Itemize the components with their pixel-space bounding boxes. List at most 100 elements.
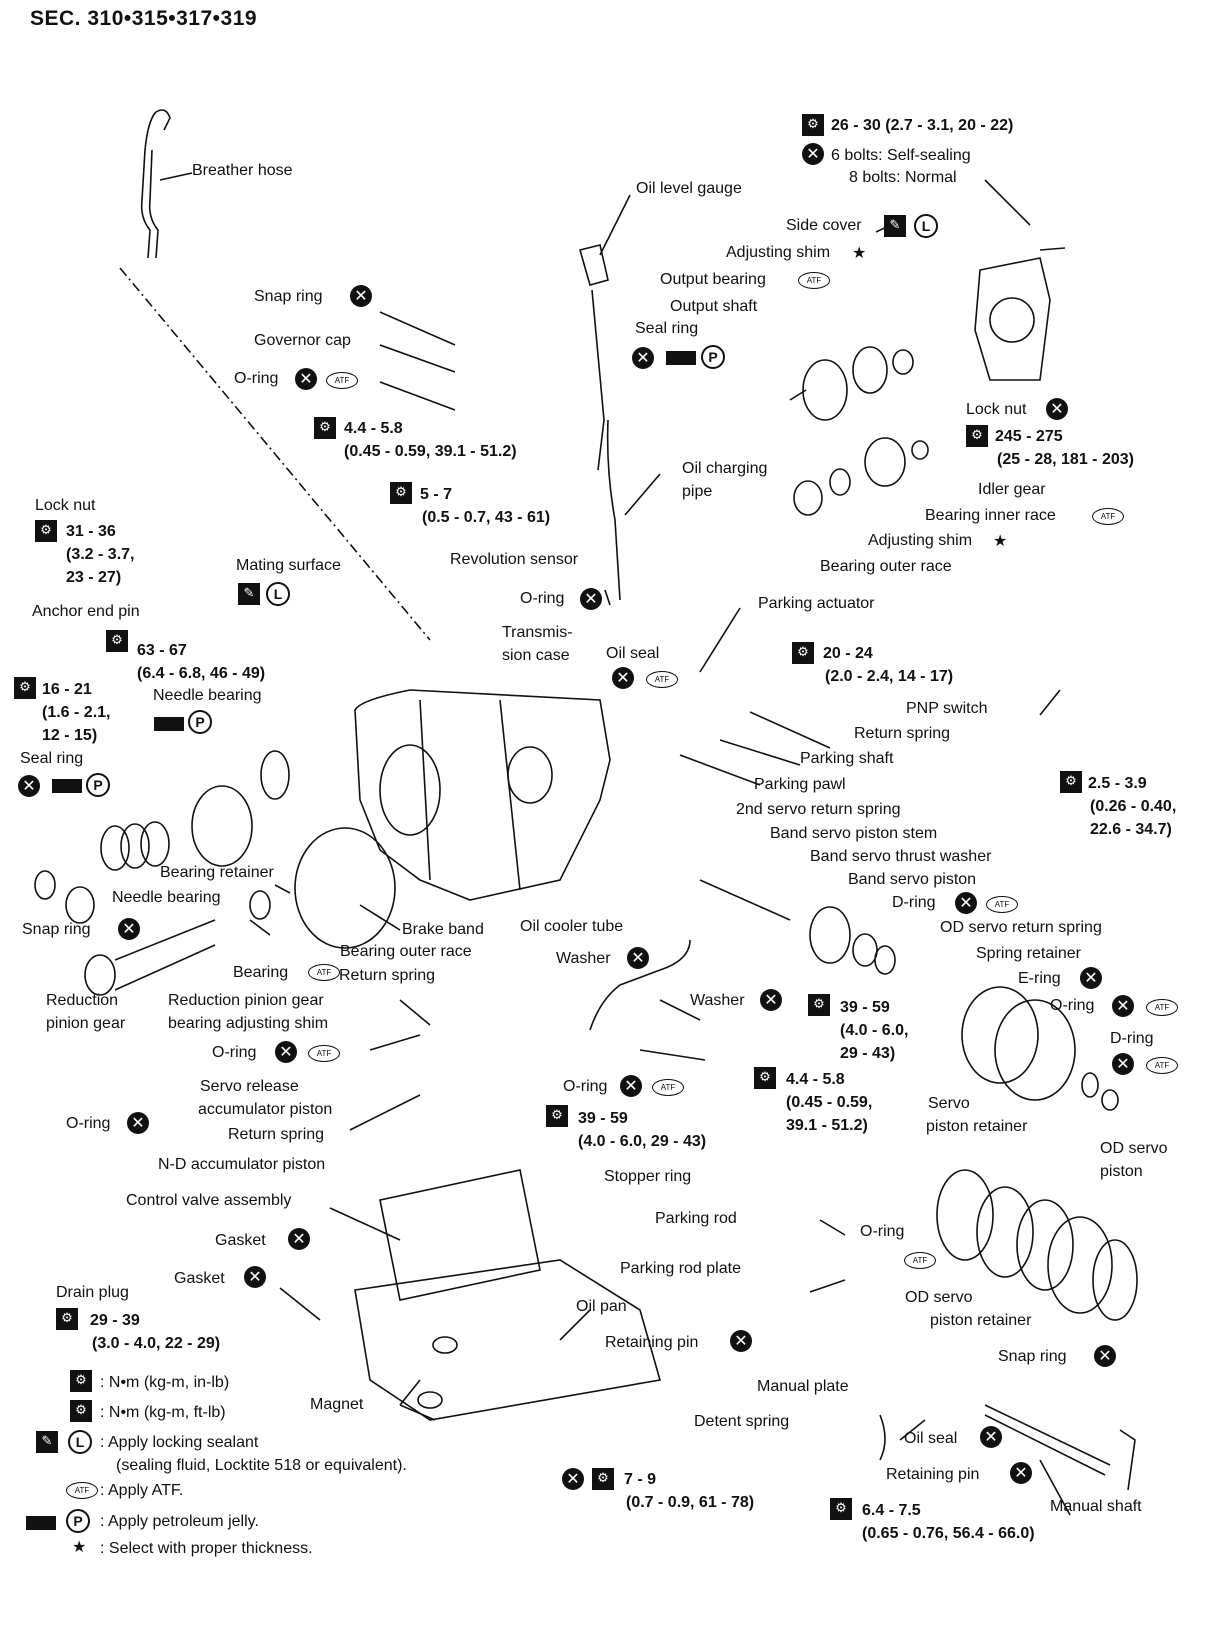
replace-icon: ✕ [350, 285, 372, 307]
label-band-servo-thrust-washer: Band servo thrust washer [810, 848, 992, 865]
label-reduction-shim-1: Reduction pinion gear [168, 992, 324, 1009]
label-e-ring: E-ring [1018, 970, 1061, 987]
label-gasket-lower: Gasket [174, 1270, 225, 1287]
apply-atf-icon: ATF [1146, 1057, 1178, 1074]
select-thickness-icon: ★ [993, 531, 1008, 550]
apply-atf-icon: ATF [326, 372, 358, 389]
torque-retainer-b: (1.6 - 2.1, [42, 704, 111, 721]
label-output-bearing: Output bearing [660, 271, 766, 288]
petroleum-jelly-icon [26, 1516, 56, 1530]
torque-drain-b: (3.0 - 4.0, 22 - 29) [92, 1335, 221, 1352]
torque-accumulator-a: 39 - 59 [578, 1110, 628, 1127]
output-bearing-drawing [852, 346, 888, 394]
label-washer-top: Washer [556, 950, 611, 967]
label-needle-bearing-left: Needle bearing [112, 889, 221, 906]
breather-hose-drawing [140, 109, 171, 259]
label-od-servo-piston-1: OD servo [1100, 1140, 1168, 1157]
legend-nm-in-lb: : N•m (kg-m, in-lb) [100, 1374, 230, 1391]
label-reduction-pinion-gear-2: pinion gear [46, 1015, 126, 1032]
torque-pipe-b: (0.5 - 0.7, 43 - 61) [422, 509, 551, 526]
output-shaft-drawing [802, 359, 848, 421]
torque-pipe-a: 5 - 7 [420, 486, 453, 503]
label-reduction-pinion-gear-1: Reduction [46, 992, 119, 1009]
legend-nm-ft-lb: : N•m (kg-m, ft-lb) [100, 1404, 226, 1421]
torque-in-lb-icon: ⚙ [314, 417, 336, 439]
label-servo-release-acc-1: Servo release [200, 1078, 299, 1095]
sealant-icon: ✎ [884, 215, 906, 237]
label-band-servo-piston-stem: Band servo piston stem [770, 825, 938, 842]
torque-anchor-c: 23 - 27) [66, 569, 122, 586]
idler-gear-drawing [864, 437, 906, 487]
replace-icon: ✕ [980, 1426, 1002, 1448]
label-d-ring-band: D-ring [892, 894, 936, 911]
torque-accumulator-b: (4.0 - 6.0, 29 - 43) [578, 1133, 707, 1150]
torque-tube-a: 4.4 - 5.8 [786, 1071, 845, 1088]
apply-atf-icon: ATF [986, 896, 1018, 913]
torque-governor-a: 4.4 - 5.8 [344, 420, 403, 437]
label-bearing-inner-race: Bearing inner race [925, 507, 1056, 524]
label-transmission-case-1: Transmis- [502, 624, 573, 641]
label-transmission-case-2: sion case [502, 647, 570, 664]
label-bearing-outer-race-left: Bearing outer race [340, 943, 472, 960]
label-retaining-pin-upper: Retaining pin [605, 1334, 699, 1351]
select-thickness-icon: ★ [72, 1537, 87, 1556]
replace-icon: ✕ [620, 1075, 642, 1097]
label-return-spring-lower: Return spring [228, 1126, 325, 1143]
label-mating-surface: Mating surface [236, 557, 341, 574]
replace-icon: ✕ [802, 143, 824, 165]
replace-icon: ✕ [288, 1228, 310, 1250]
label-servo-piston-retainer-1: Servo [928, 1095, 970, 1112]
brake-band-drawing [294, 827, 396, 949]
label-washer-mid: Washer [690, 992, 745, 1009]
select-thickness-icon: ★ [852, 243, 867, 262]
replace-icon: ✕ [244, 1266, 266, 1288]
torque-in-lb-icon: ⚙ [830, 1498, 852, 1520]
label-idler-gear: Idler gear [978, 481, 1046, 498]
petroleum-jelly-p-icon: P [86, 773, 110, 797]
petroleum-jelly-p-icon: P [188, 710, 212, 734]
replace-icon: ✕ [1094, 1345, 1116, 1367]
replace-icon: ✕ [127, 1112, 149, 1134]
torque-pnp-b: (0.26 - 0.40, [1090, 798, 1177, 815]
replace-icon: ✕ [632, 347, 654, 369]
label-od-servo-piston-retainer-2: piston retainer [930, 1312, 1032, 1329]
label-parking-actuator: Parking actuator [758, 595, 875, 612]
label-parking-shaft: Parking shaft [800, 750, 894, 767]
torque-in-lb-icon: ⚙ [390, 482, 412, 504]
label-breather-hose: Breather hose [192, 162, 293, 179]
label-snap-ring-left: Snap ring [22, 921, 91, 938]
torque-side-cover: 26 - 30 (2.7 - 3.1, 20 - 22) [831, 117, 1014, 134]
apply-atf-icon: ATF [904, 1252, 936, 1269]
oil-level-gauge-drawing [579, 244, 609, 471]
torque-ft-lb-icon: ⚙ [808, 994, 830, 1016]
label-oil-charging-pipe-2: pipe [682, 483, 713, 500]
label-oil-pan: Oil pan [576, 1298, 627, 1315]
apply-atf-icon: ATF [798, 272, 830, 289]
label-pnp-switch: PNP switch [906, 700, 988, 717]
torque-ft-lb-icon: ⚙ [70, 1400, 92, 1422]
label-control-valve-assembly: Control valve assembly [126, 1192, 292, 1209]
torque-ft-lb-icon: ⚙ [592, 1468, 614, 1490]
replace-icon: ✕ [1080, 967, 1102, 989]
label-retaining-pin-lower: Retaining pin [886, 1466, 980, 1483]
locking-sealant-icon: L [68, 1430, 92, 1454]
replace-icon: ✕ [1112, 995, 1134, 1017]
torque-ft-lb-icon: ⚙ [56, 1308, 78, 1330]
transmission-case-drawing [354, 689, 611, 901]
torque-ft-lb-icon: ⚙ [792, 642, 814, 664]
label-servo-piston-retainer-2: piston retainer [926, 1118, 1028, 1135]
label-oil-seal-top: Oil seal [606, 645, 660, 662]
replace-icon: ✕ [295, 368, 317, 390]
label-eight-bolts: 8 bolts: Normal [849, 169, 957, 186]
label-spring-retainer: Spring retainer [976, 945, 1081, 962]
torque-case-a: 63 - 67 [137, 642, 187, 659]
torque-pnp-c: 22.6 - 34.7) [1090, 821, 1172, 838]
torque-ft-lb-icon: ⚙ [106, 630, 128, 652]
label-manual-plate: Manual plate [757, 1378, 849, 1395]
torque-idler-a: 245 - 275 [995, 428, 1063, 445]
petroleum-jelly-icon [154, 717, 184, 731]
torque-ft-lb-icon: ⚙ [802, 114, 824, 136]
label-2nd-servo-return-spring: 2nd servo return spring [736, 801, 901, 818]
label-manual-shaft: Manual shaft [1050, 1498, 1142, 1515]
